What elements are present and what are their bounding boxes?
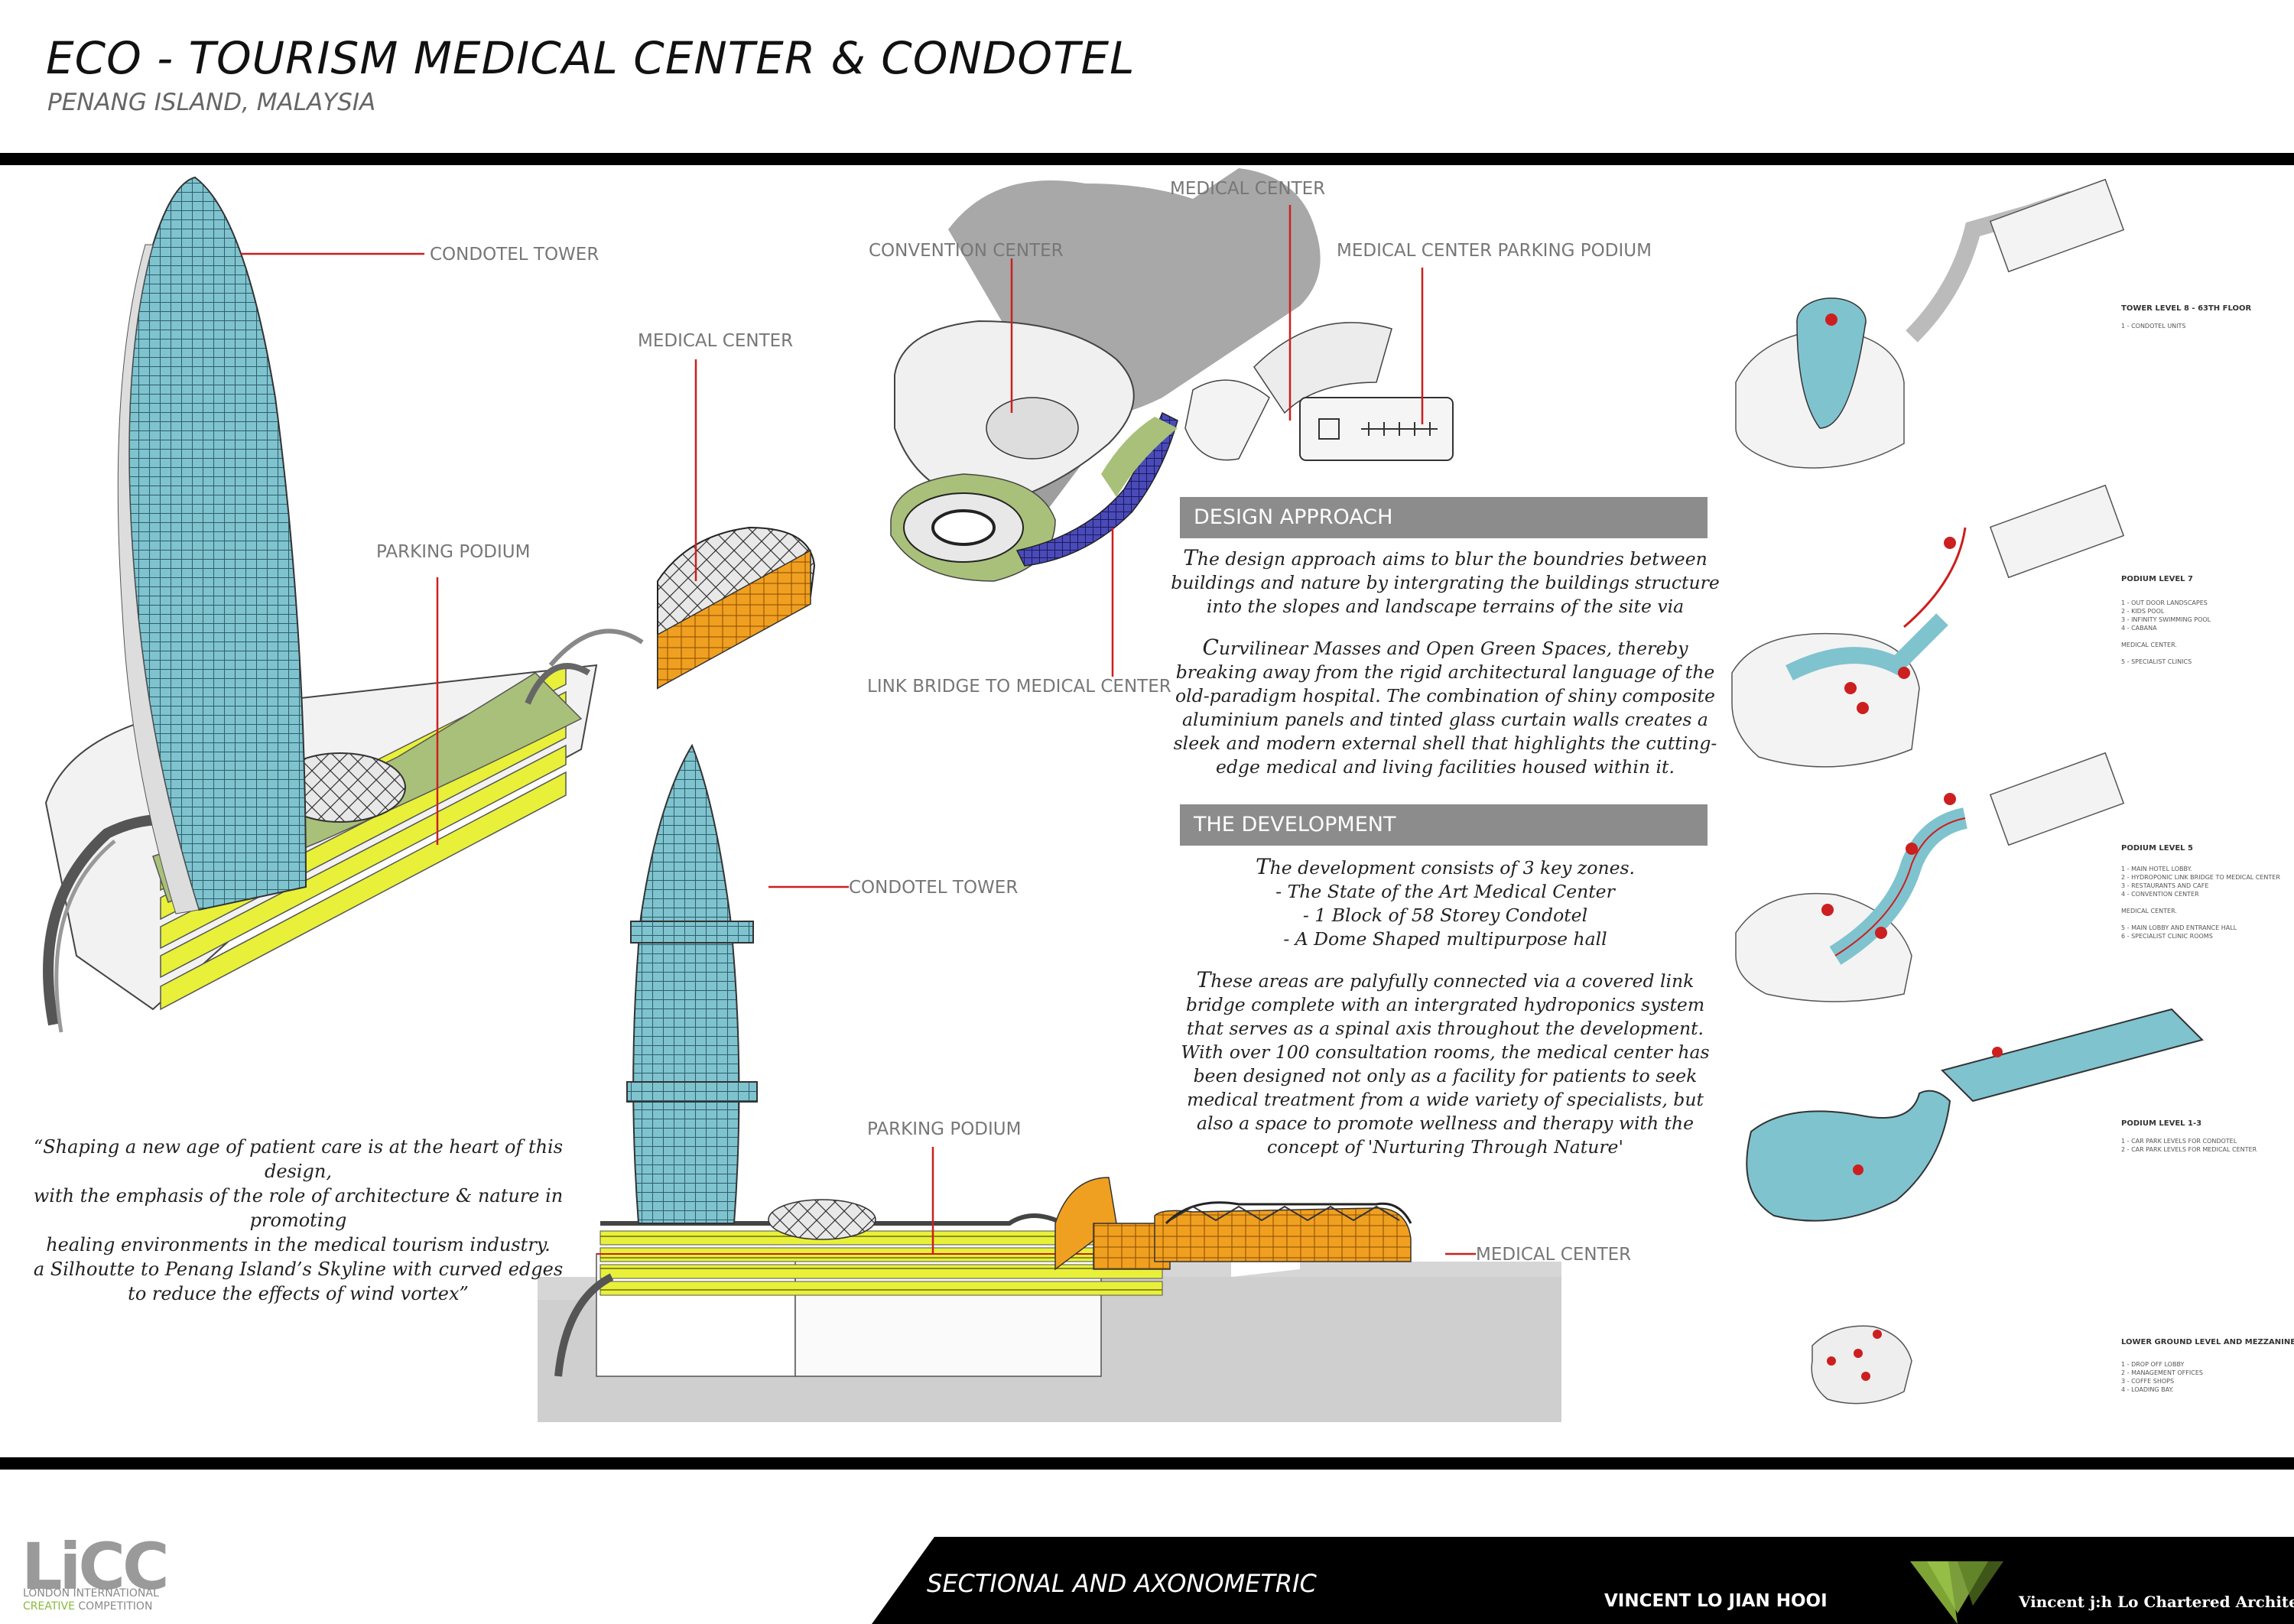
- leader-lines-axo: [241, 252, 697, 845]
- development-heading: THE DEVELOPMENT: [1180, 804, 1708, 846]
- design-approach-text: The design approach aims to blur the bou…: [1171, 545, 1720, 778]
- label-condotel-tower-section: CONDOTEL TOWER: [849, 878, 1019, 898]
- label-parking-podium-axo: PARKING PODIUM: [376, 542, 531, 562]
- label-convention-center: CONVENTION CENTER: [869, 241, 1064, 261]
- label-medical-center-axo: MEDICAL CENTER: [638, 331, 794, 351]
- design-quote: “Shaping a new age of patient care is at…: [33, 1136, 564, 1304]
- bottom-divider: [0, 1457, 2294, 1470]
- leader-lines-plan: [1010, 205, 1424, 677]
- competition-logo: LiCC: [21, 1529, 170, 1604]
- design-approach-heading: DESIGN APPROACH: [1180, 497, 1708, 538]
- page-subtitle: PENANG ISLAND, MALAYSIA: [47, 89, 376, 116]
- footer-band: [872, 1537, 2294, 1624]
- development-text: The development consists of 3 key zones.…: [1166, 855, 1724, 1176]
- level-legend: PODIUM LEVEL 7 1 - OUT DOOR LANDSCAPES 2…: [2121, 575, 2211, 665]
- label-condotel-tower-axo: CONDOTEL TOWER: [430, 245, 599, 265]
- zone-item: - 1 Block of 58 Storey Condotel: [1302, 905, 1588, 926]
- leader-lines-section: [768, 885, 1476, 1255]
- label-link-bridge: LINK BRIDGE TO MEDICAL CENTER: [867, 677, 1171, 697]
- sheet-title: SECTIONAL AND AXONOMETRIC: [927, 1569, 1317, 1598]
- zone-item: - The State of the Art Medical Center: [1275, 881, 1615, 902]
- label-medical-center-section: MEDICAL CENTER: [1476, 1245, 1632, 1265]
- dropcap: T: [1255, 854, 1270, 879]
- level-legend: LOWER GROUND LEVEL AND MEZZANINE 1 - DRO…: [2121, 1338, 2294, 1393]
- label-medical-center-plan: MEDICAL CENTER: [1170, 179, 1326, 199]
- dropcap: T: [1183, 545, 1197, 570]
- section-drawing: [538, 743, 1561, 1422]
- label-medical-center-parking-podium: MEDICAL CENTER PARKING PODIUM: [1337, 241, 1652, 261]
- level-drawings: [1731, 178, 2204, 1405]
- author-name: VINCENT LO JIAN HOOI: [1604, 1591, 1828, 1611]
- firm-name: Vincent j:h Lo Chartered Architect: [2019, 1593, 2294, 1611]
- dropcap: C: [1202, 635, 1219, 660]
- axonometric-drawing: [43, 176, 816, 1033]
- level-legend: PODIUM LEVEL 1-3 1 - CAR PARK LEVELS FOR…: [2121, 1119, 2257, 1153]
- dropcap: T: [1196, 967, 1211, 992]
- level-legend: TOWER LEVEL 8 - 63TH FLOOR 1 - CONDOTEL …: [2121, 304, 2252, 330]
- level-legend: PODIUM LEVEL 5 1 - MAIN HOTEL LOBBY. 2 -…: [2121, 844, 2280, 940]
- label-parking-podium-section: PARKING PODIUM: [867, 1119, 1022, 1139]
- zone-item: - A Dome Shaped multipurpose hall: [1283, 928, 1607, 950]
- site-plan-drawing: [890, 168, 1454, 582]
- top-divider: [0, 153, 2294, 165]
- competition-logo-text: LONDON INTERNATIONAL CREATIVE COMPETITIO…: [23, 1587, 159, 1613]
- page-title: ECO - TOURISM MEDICAL CENTER & CONDOTEL: [46, 32, 1136, 84]
